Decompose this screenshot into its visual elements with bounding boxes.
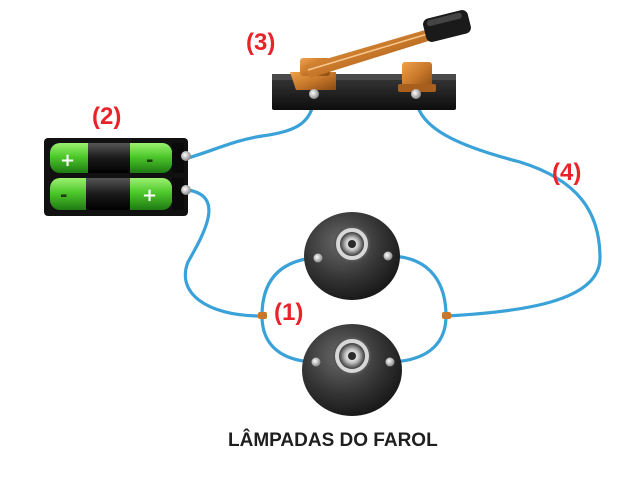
knife-switch-icon [272, 10, 471, 110]
junction-left [258, 312, 267, 319]
lamp-socket-icon [302, 212, 402, 416]
wire-top-lamp-right-junction [390, 254, 448, 318]
label-switch: (3) [246, 29, 275, 56]
wire-battery-to-switch [186, 96, 316, 160]
battery-holder-icon: + - - + [44, 138, 191, 216]
wire-long-return [414, 96, 602, 318]
battery-sign-top-right: - [146, 150, 153, 171]
battery-sign-top-left: + [60, 150, 75, 171]
battery-sign-bottom-left: - [60, 185, 67, 206]
label-battery: (2) [92, 103, 121, 130]
label-wire: (4) [552, 159, 581, 186]
wire-left-junction-top-lamp [260, 256, 314, 318]
junction-right [442, 312, 451, 319]
lamp-bottom [302, 324, 402, 416]
wire-bottom-lamp-right-junction [390, 314, 448, 364]
label-lamps: (1) [274, 299, 303, 326]
lamp-top [304, 212, 400, 300]
battery-sign-bottom-right: + [142, 185, 157, 206]
wires [183, 96, 602, 364]
junctions [258, 312, 451, 319]
caption: LÂMPADAS DO FAROL [228, 429, 438, 451]
wire-battery-to-left-junction [183, 188, 264, 318]
